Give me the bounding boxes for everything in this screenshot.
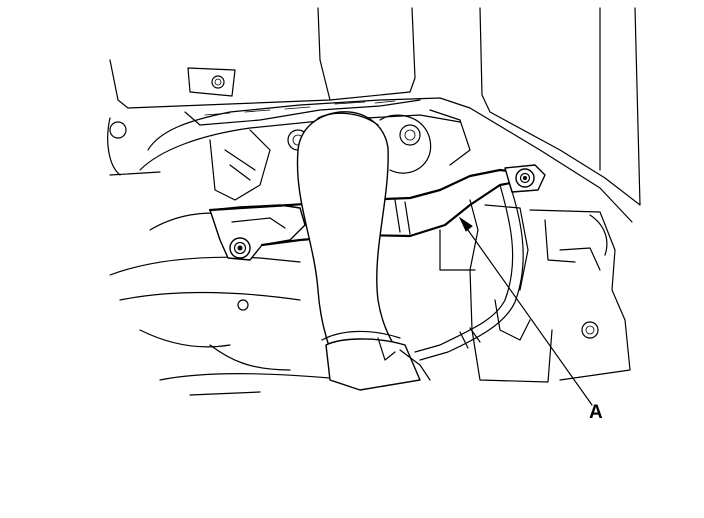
engine-background-parts: [109, 109, 471, 396]
large-hose: [296, 111, 431, 391]
wire-harness: [414, 184, 524, 361]
callout-a-leader: [458, 216, 593, 406]
left-mount-bracket: [209, 204, 306, 261]
upper-body-panel: [109, 7, 641, 206]
crossmember-frame: [107, 97, 633, 223]
callout-label-a: A: [589, 402, 603, 423]
